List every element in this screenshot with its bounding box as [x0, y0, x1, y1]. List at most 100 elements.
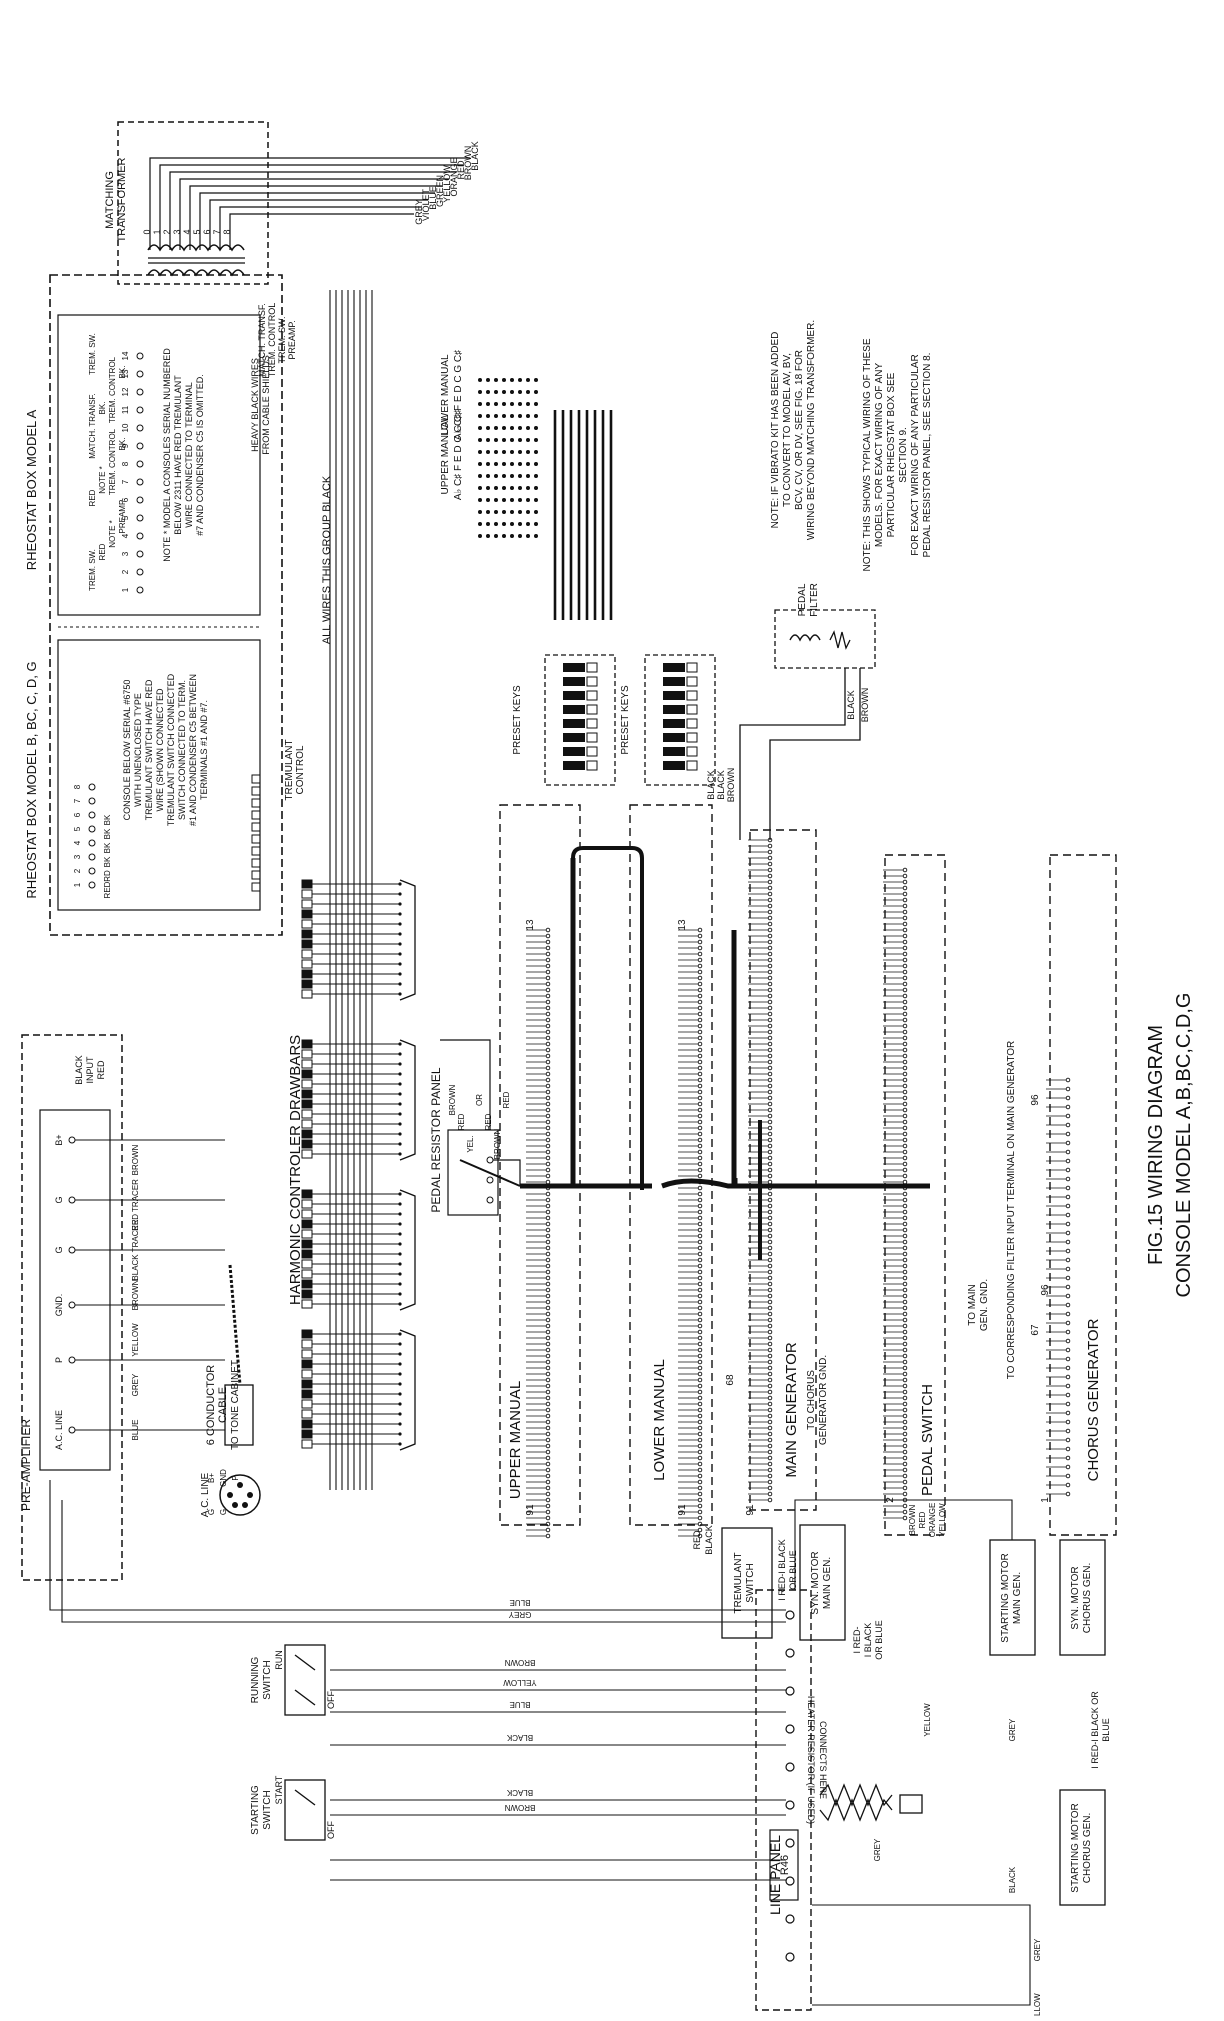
label-syn-motor-main-2: MAIN GEN.: [822, 1557, 833, 1609]
terminal-stud: [545, 1335, 551, 1341]
drawbar-junction: [398, 1102, 402, 1106]
terminal-stud: [767, 1287, 773, 1293]
manual-pin: [494, 426, 498, 430]
rheostat-a-terminal-number: 8: [121, 461, 130, 466]
manual-pin: [494, 486, 498, 490]
terminal-stud: [767, 1437, 773, 1443]
drawbar: [301, 1379, 313, 1389]
label-all-wires: ALL WIRES THIS GROUP BLACK: [321, 475, 333, 644]
terminal-stud: [902, 873, 908, 879]
terminal-stud: [902, 1245, 908, 1251]
rheostat-b-terminal: [88, 783, 96, 791]
terminal-stud: [767, 1413, 773, 1419]
terminal-stud: [902, 1005, 908, 1011]
terminal-stud: [1065, 1419, 1071, 1425]
rheostat-a-terminal: [136, 388, 144, 396]
transformer-tap-number: 0: [142, 229, 152, 234]
terminal-stud: [545, 1461, 551, 1467]
terminal-stud: [545, 1059, 551, 1065]
label-tremulant-control-2: CONTROL: [295, 745, 306, 794]
rheostat-a-terminal: [136, 370, 144, 378]
terminal-stud: [1065, 1203, 1071, 1209]
rheostat-a-terminal: [136, 586, 144, 594]
transformer-tap-number: 5: [192, 229, 202, 234]
terminal-stud: [545, 1077, 551, 1083]
tremulant-control-terminal: [251, 774, 261, 784]
note-line: SWITCH CONNECTED TO TERM.: [177, 680, 187, 820]
terminal-stud: [545, 939, 551, 945]
terminal-stud: [697, 1263, 703, 1269]
terminal-stud: [545, 1179, 551, 1185]
terminal-stud: [767, 903, 773, 909]
terminal-stud: [902, 1059, 908, 1065]
rheostat-b-wire-label: RED: [103, 881, 112, 898]
terminal-stud: [767, 1443, 773, 1449]
terminal-stud: [545, 1485, 551, 1491]
terminal-stud: [697, 945, 703, 951]
terminal-stud: [1065, 1212, 1071, 1218]
drawbar-junction: [398, 1212, 402, 1216]
rheostat-a-terminal: [136, 514, 144, 522]
label-to-chorus-2: GENERATOR GND.: [818, 1355, 829, 1445]
manual-pin: [478, 534, 482, 538]
rheostat-b-terminal: [88, 881, 96, 889]
preamp-terminal: [68, 1301, 76, 1309]
terminal-stud: [545, 1389, 551, 1395]
label-lower-manual-head: LOWER MANUAL: [440, 354, 451, 436]
syn-motor-chorus-box: [1059, 1539, 1106, 1656]
transformer-box: [117, 121, 269, 285]
drawbar-junction: [398, 1292, 402, 1296]
rheostat-b-terminal-number: 3: [73, 854, 82, 859]
drawbar-junction: [398, 1392, 402, 1396]
pedal-resistor-panel: [440, 1039, 521, 1216]
transformer-tap-number: 4: [182, 229, 192, 234]
terminal-stud: [902, 1113, 908, 1119]
terminal-stud: [697, 1191, 703, 1197]
drawbar-junction: [398, 1112, 402, 1116]
preset-key-contact: [686, 676, 698, 687]
manual-pin: [494, 522, 498, 526]
terminal-stud: [545, 987, 551, 993]
terminal-stud: [902, 1107, 908, 1113]
label-input: INPUT: [85, 1056, 95, 1084]
label-rbb-2: OR BLUE: [788, 1550, 798, 1590]
label-filter-input: TO CORRESPONDING FILTER INPUT TERMINAL O…: [1006, 1041, 1017, 1380]
manual-pin: [534, 390, 538, 394]
terminal-stud: [697, 1131, 703, 1137]
terminal-stud: [545, 1377, 551, 1383]
label-rbb2-3: OR BLUE: [874, 1620, 884, 1660]
terminal-stud: [697, 1299, 703, 1305]
terminal-stud: [767, 1077, 773, 1083]
note-typical: NOTE: THIS SHOWS TYPICAL WIRING OF THESE…: [862, 338, 933, 571]
drawbar-junction: [398, 1282, 402, 1286]
terminal-stud: [902, 1191, 908, 1197]
terminal-stud: [767, 867, 773, 873]
note-line: FOR EXACT WIRING OF ANY PARTICULAR: [910, 354, 921, 556]
terminal-stud: [545, 1221, 551, 1227]
terminal-stud: [902, 897, 908, 903]
manual-pin: [534, 498, 538, 502]
manual-pin: [510, 474, 514, 478]
terminal-stud: [767, 1383, 773, 1389]
terminal-stud: [767, 1149, 773, 1155]
terminal-stud: [902, 1083, 908, 1089]
terminal-stud: [697, 951, 703, 957]
terminal-stud: [545, 1323, 551, 1329]
bottom-wire: [49, 1480, 330, 1611]
manual-pin: [494, 438, 498, 442]
label-upper-manual-head: UPPER MANUAL: [440, 415, 451, 494]
terminal-columns: [526, 837, 1071, 1539]
note-line: CONSOLE BELOW SERIAL #6750: [122, 680, 132, 821]
manual-pin: [526, 450, 530, 454]
terminal-stud: [902, 1323, 908, 1329]
manual-pin: [494, 402, 498, 406]
terminal-stud: [767, 1227, 773, 1233]
terminal-stud: [545, 1023, 551, 1029]
label-rbb2-1: I RED-: [852, 1626, 862, 1653]
rheostat-b-terminal: [88, 867, 96, 875]
drawbar-bus: [399, 1329, 416, 1451]
terminal-stud: [697, 1149, 703, 1155]
